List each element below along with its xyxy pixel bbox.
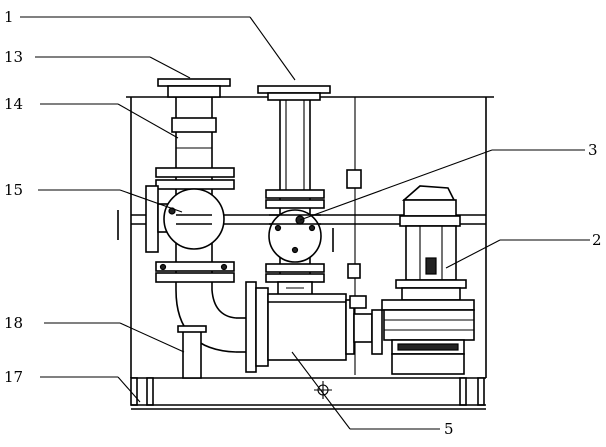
label-5: 5 bbox=[444, 420, 454, 438]
part-labels: 1 13 14 15 3 2 18 17 5 bbox=[4, 8, 602, 438]
label-14: 14 bbox=[4, 95, 23, 113]
label-15: 15 bbox=[4, 181, 23, 199]
label-18: 18 bbox=[4, 314, 23, 332]
label-2: 2 bbox=[592, 231, 602, 249]
horizontal-pump bbox=[245, 281, 383, 373]
label-3: 3 bbox=[588, 141, 598, 159]
label-13: 13 bbox=[4, 48, 23, 66]
submersible-pump bbox=[381, 185, 475, 375]
leader-lines bbox=[20, 16, 590, 430]
center-discharge-pipe bbox=[257, 85, 331, 300]
label-17: 17 bbox=[4, 368, 23, 386]
label-1: 1 bbox=[4, 8, 14, 26]
left-discharge-pipe bbox=[145, 78, 250, 379]
base-frame bbox=[130, 377, 486, 410]
